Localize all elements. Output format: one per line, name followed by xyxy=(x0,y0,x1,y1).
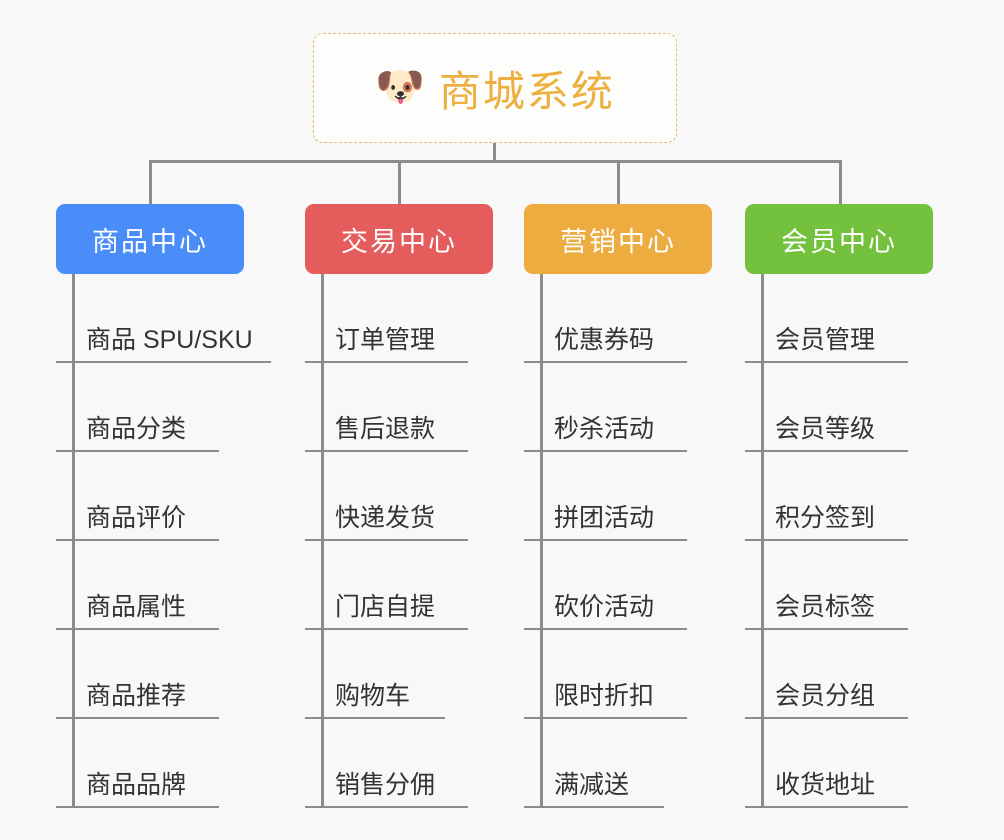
category-header-4[interactable]: 会员中心 xyxy=(745,204,933,274)
category-header-3[interactable]: 营销中心 xyxy=(524,204,712,274)
category-title: 营销中心 xyxy=(560,226,676,257)
connector-drop-2 xyxy=(398,160,401,206)
dog-face-icon: 🐶 xyxy=(375,65,425,109)
item-label: 积分签到 xyxy=(775,504,876,533)
item-label: 购物车 xyxy=(335,682,411,711)
list-item[interactable]: 商品推荐 xyxy=(56,630,219,719)
item-label: 会员等级 xyxy=(775,415,876,444)
item-label: 会员管理 xyxy=(775,326,876,355)
item-label: 商品品牌 xyxy=(86,771,187,800)
list-item[interactable]: 限时折扣 xyxy=(524,630,687,719)
list-item[interactable]: 满减送 xyxy=(524,719,664,808)
item-label: 砍价活动 xyxy=(554,593,655,622)
list-item[interactable]: 购物车 xyxy=(305,630,445,719)
list-item[interactable]: 销售分佣 xyxy=(305,719,468,808)
list-item[interactable]: 商品 SPU/SKU xyxy=(56,274,271,363)
item-label: 会员分组 xyxy=(775,682,876,711)
list-item[interactable]: 优惠券码 xyxy=(524,274,687,363)
list-item[interactable]: 快递发货 xyxy=(305,452,468,541)
list-item[interactable]: 会员分组 xyxy=(745,630,908,719)
item-label: 优惠券码 xyxy=(554,326,655,355)
item-label: 商品属性 xyxy=(86,593,187,622)
category-header-1[interactable]: 商品中心 xyxy=(56,204,244,274)
list-item[interactable]: 订单管理 xyxy=(305,274,468,363)
trunk-line-4 xyxy=(761,274,764,808)
connector-horizontal-bus xyxy=(150,160,842,163)
trunk-line-1 xyxy=(72,274,75,808)
item-label: 满减送 xyxy=(554,771,630,800)
list-item[interactable]: 砍价活动 xyxy=(524,541,687,630)
item-label: 商品 SPU/SKU xyxy=(86,326,253,355)
category-title: 交易中心 xyxy=(341,226,457,257)
list-item[interactable]: 会员等级 xyxy=(745,363,908,452)
item-label: 会员标签 xyxy=(775,593,876,622)
trunk-line-3 xyxy=(540,274,543,808)
connector-drop-4 xyxy=(839,160,842,206)
list-item[interactable]: 会员标签 xyxy=(745,541,908,630)
trunk-line-2 xyxy=(321,274,324,808)
item-label: 商品评价 xyxy=(86,504,187,533)
list-item[interactable]: 商品品牌 xyxy=(56,719,219,808)
item-label: 商品分类 xyxy=(86,415,187,444)
list-item[interactable]: 商品属性 xyxy=(56,541,219,630)
item-label: 门店自提 xyxy=(335,593,436,622)
item-label: 限时折扣 xyxy=(554,682,655,711)
item-label: 快递发货 xyxy=(335,504,436,533)
connector-root-stem xyxy=(493,143,496,163)
category-header-2[interactable]: 交易中心 xyxy=(305,204,493,274)
root-title: 商城系统 xyxy=(438,67,615,115)
list-item[interactable]: 售后退款 xyxy=(305,363,468,452)
list-item[interactable]: 积分签到 xyxy=(745,452,908,541)
item-label: 拼团活动 xyxy=(554,504,655,533)
connector-drop-1 xyxy=(149,160,152,206)
list-item[interactable]: 门店自提 xyxy=(305,541,468,630)
list-item[interactable]: 商品分类 xyxy=(56,363,219,452)
item-label: 秒杀活动 xyxy=(554,415,655,444)
list-item[interactable]: 拼团活动 xyxy=(524,452,687,541)
connector-drop-3 xyxy=(617,160,620,206)
list-item[interactable]: 商品评价 xyxy=(56,452,219,541)
list-item[interactable]: 秒杀活动 xyxy=(524,363,687,452)
category-title: 商品中心 xyxy=(92,226,208,257)
root-node[interactable]: 🐶 商城系统 xyxy=(313,33,677,143)
item-label: 收货地址 xyxy=(775,771,876,800)
item-label: 售后退款 xyxy=(335,415,436,444)
item-label: 商品推荐 xyxy=(86,682,187,711)
category-title: 会员中心 xyxy=(781,226,897,257)
item-label: 销售分佣 xyxy=(335,771,436,800)
list-item[interactable]: 会员管理 xyxy=(745,274,908,363)
item-label: 订单管理 xyxy=(335,326,436,355)
list-item[interactable]: 收货地址 xyxy=(745,719,908,808)
